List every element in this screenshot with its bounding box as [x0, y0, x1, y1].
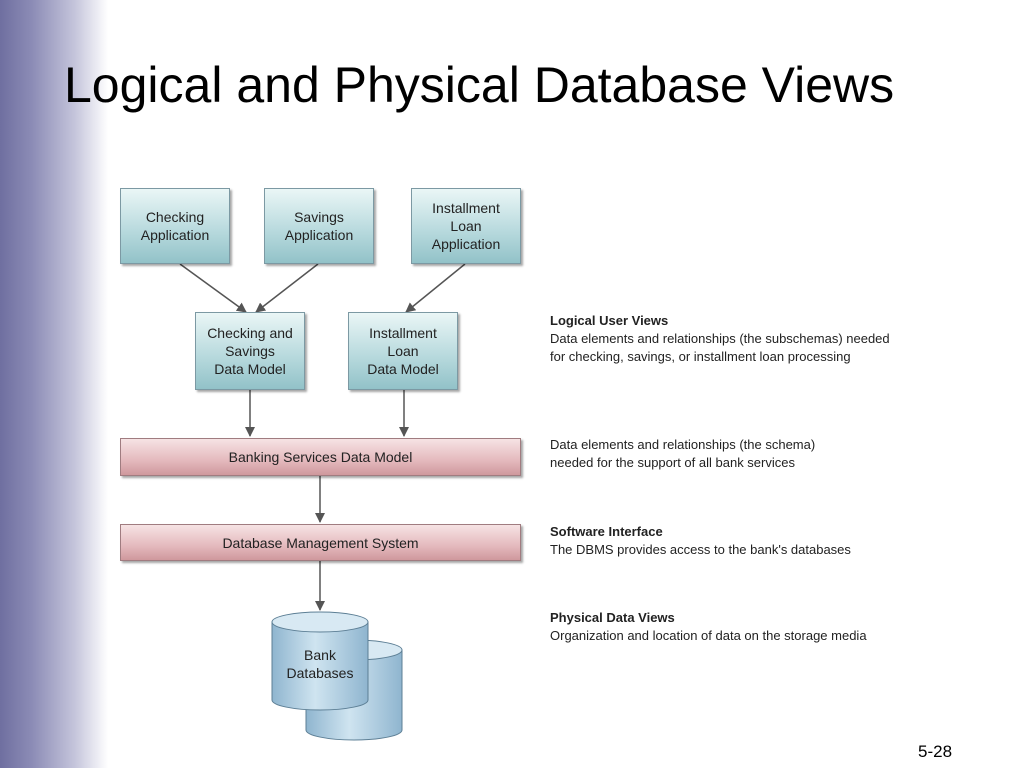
- note-line: The DBMS provides access to the bank's d…: [550, 542, 851, 557]
- arrow-savings-to-model: [255, 263, 319, 313]
- installment-loan-application-box: Installment Loan Application: [411, 188, 521, 264]
- note-line: for checking, savings, or installment lo…: [550, 349, 851, 364]
- dbms-bar: Database Management System: [120, 524, 521, 561]
- slide-title: Logical and Physical Database Views: [64, 57, 895, 113]
- page-number: 5-28: [918, 742, 953, 761]
- note-physical-data-views: Physical Data Views Organization and loc…: [550, 609, 867, 645]
- note-heading: Logical User Views: [550, 313, 669, 328]
- installment-loan-data-model-box: Installment Loan Data Model: [348, 312, 458, 390]
- checking-application-label: Checking Application: [140, 209, 210, 243]
- note-schema: Data elements and relationships (the sch…: [550, 436, 815, 472]
- note-logical-user-views: Logical User Views Data elements and rel…: [550, 312, 890, 366]
- dbms-label: Database Management System: [222, 534, 419, 551]
- checking-application-box: Checking Application: [120, 188, 230, 264]
- note-software-interface: Software Interface The DBMS provides acc…: [550, 523, 851, 559]
- note-heading: Physical Data Views: [550, 610, 675, 625]
- note-line: Data elements and relationships (the sch…: [550, 437, 816, 452]
- note-line: Data elements and relationships (the sub…: [550, 331, 890, 346]
- database-cylinder-front: [271, 611, 369, 711]
- banking-services-data-model-bar: Banking Services Data Model: [120, 438, 521, 476]
- bank-databases-label: Bank Databases: [286, 647, 354, 681]
- savings-application-box: Savings Application: [264, 188, 374, 264]
- note-heading: Software Interface: [550, 524, 663, 539]
- banking-services-data-model-label: Banking Services Data Model: [228, 449, 413, 465]
- note-line: Organization and location of data on the…: [550, 628, 867, 643]
- arrow-loan-to-model: [405, 263, 466, 313]
- checking-savings-data-model-label: Checking and Savings Data Model: [207, 325, 293, 377]
- savings-application-label: Savings Application: [284, 209, 354, 243]
- installment-loan-data-model-label: Installment Loan Data Model: [367, 325, 439, 377]
- arrow-checking-to-model: [179, 263, 247, 313]
- note-line: needed for the support of all bank servi…: [550, 455, 795, 470]
- sidebar-gradient: [0, 0, 108, 768]
- checking-savings-data-model-box: Checking and Savings Data Model: [195, 312, 305, 390]
- installment-loan-application-label: Installment Loan Application: [431, 200, 501, 252]
